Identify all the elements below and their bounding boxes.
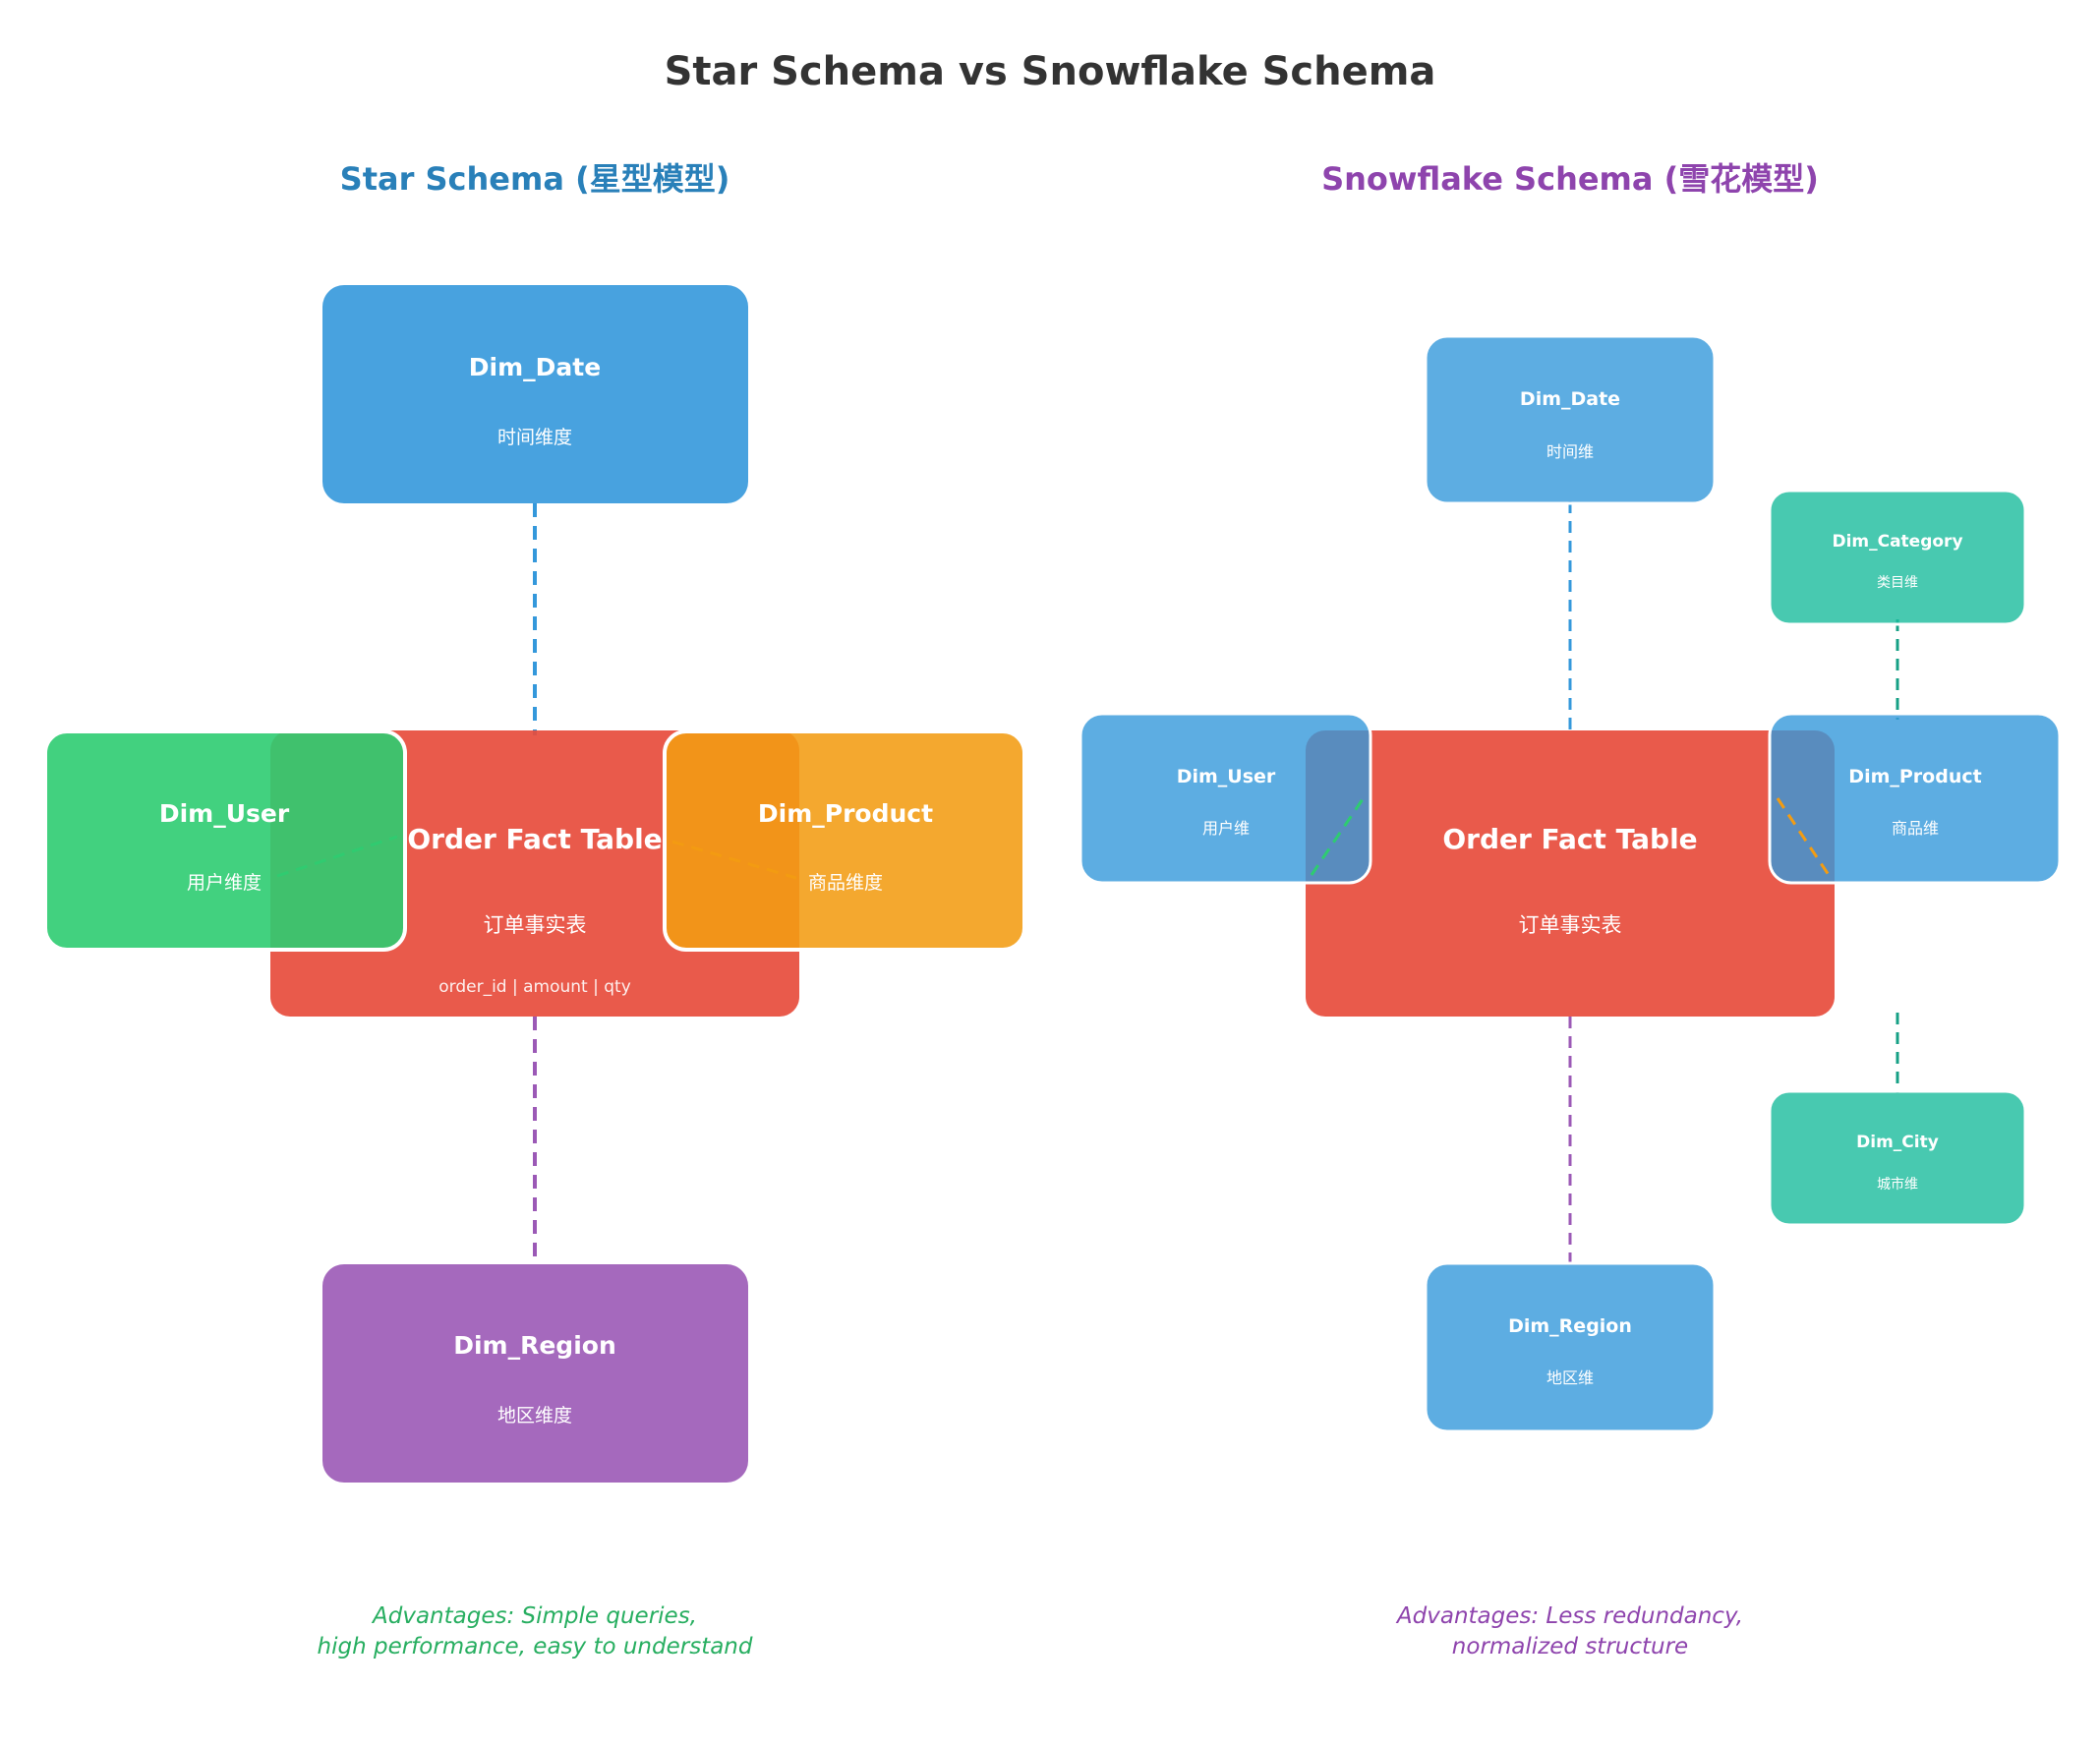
star-schema-panel: Star Schema (星型模型) Order Fact Table 订单事实…	[43, 160, 1026, 1659]
snow-dim-region-subtitle: 地区维	[1546, 1368, 1594, 1387]
snow-dim-user-box	[1079, 712, 1372, 885]
star-dim-region-title: Dim_Region	[453, 1331, 616, 1360]
snowflake-schema-panel: Snowflake Schema (雪花模型) Order Fact Table…	[1079, 160, 2062, 1659]
snow-dim-date[interactable]: Dim_Date 时间维	[1424, 334, 1717, 505]
snow-dim-city-box	[1768, 1089, 2027, 1227]
snow-fact-box	[1306, 730, 1835, 1017]
snow-fact-title: Order Fact Table	[1442, 823, 1697, 855]
snow-dim-user-subtitle: 用户维	[1202, 819, 1250, 838]
snow-dim-city-subtitle: 城市维	[1877, 1176, 1918, 1193]
star-fact-subtitle: 订单事实表	[484, 913, 587, 937]
star-advantages-line1: Advantages: Simple queries,	[371, 1603, 697, 1629]
snow-advantages-line1: Advantages: Less redundancy,	[1395, 1603, 1743, 1629]
snow-dim-product[interactable]: Dim_Product 商品维	[1768, 712, 2062, 885]
star-dim-region[interactable]: Dim_Region 地区维度	[322, 1264, 748, 1483]
star-dim-user-title: Dim_User	[159, 799, 290, 828]
snow-dim-product-box	[1768, 712, 2062, 885]
snowflake-schema-heading: Snowflake Schema (雪花模型)	[1321, 160, 1819, 198]
star-dim-date-title: Dim_Date	[469, 353, 601, 381]
snow-advantages-line2: normalized structure	[1452, 1634, 1688, 1659]
star-dim-region-subtitle: 地区维度	[497, 1405, 572, 1426]
snow-dim-user-title: Dim_User	[1177, 766, 1276, 787]
snow-dim-category[interactable]: Dim_Category 类目维	[1768, 489, 2027, 626]
star-dim-user-subtitle: 用户维度	[187, 872, 262, 894]
star-dim-user[interactable]: Dim_User 用户维度	[43, 729, 407, 952]
star-dim-date[interactable]: Dim_Date 时间维度	[322, 285, 748, 503]
snow-dim-category-subtitle: 类目维	[1877, 575, 1918, 591]
star-dim-product-subtitle: 商品维度	[808, 872, 883, 894]
star-dim-date-subtitle: 时间维度	[497, 427, 572, 448]
star-dim-product-box	[663, 729, 1026, 952]
star-product-connector	[671, 840, 797, 880]
star-dim-region-box	[322, 1264, 748, 1483]
snow-fact-subtitle: 订单事实表	[1519, 913, 1622, 937]
star-fact-title: Order Fact Table	[407, 823, 662, 855]
snow-dim-product-title: Dim_Product	[1848, 766, 1981, 787]
snow-dim-user[interactable]: Dim_User 用户维	[1079, 712, 1372, 885]
snow-dim-category-box	[1768, 489, 2027, 626]
star-dim-user-box	[43, 729, 407, 952]
star-user-connector	[276, 835, 398, 878]
page-title: Star Schema vs Snowflake Schema	[665, 49, 1436, 94]
snow-dim-date-box	[1424, 334, 1717, 505]
snow-dim-region-title: Dim_Region	[1508, 1315, 1632, 1337]
snow-dim-category-title: Dim_Category	[1832, 532, 1962, 552]
snow-product-connector	[1776, 797, 1831, 876]
snow-dim-city-title: Dim_City	[1856, 1133, 1939, 1152]
star-advantages-line2: high performance, easy to understand	[318, 1634, 753, 1659]
snow-dim-region-box	[1424, 1261, 1717, 1433]
star-schema-heading: Star Schema (星型模型)	[340, 160, 730, 198]
snow-dim-region[interactable]: Dim_Region 地区维	[1424, 1261, 1717, 1433]
snow-dim-city[interactable]: Dim_City 城市维	[1768, 1089, 2027, 1227]
star-dim-product[interactable]: Dim_Product 商品维度	[663, 729, 1026, 952]
snow-dim-date-subtitle: 时间维	[1546, 442, 1594, 461]
star-dim-date-box	[322, 285, 748, 503]
snow-dim-date-title: Dim_Date	[1520, 388, 1620, 410]
snow-user-connector	[1310, 795, 1367, 876]
star-dim-product-title: Dim_Product	[758, 799, 933, 828]
snowflake-fact-table[interactable]: Order Fact Table 订单事实表	[1306, 730, 1835, 1017]
star-fact-fields: order_id | amount | qty	[438, 977, 631, 997]
snow-dim-product-subtitle: 商品维	[1892, 819, 1939, 838]
